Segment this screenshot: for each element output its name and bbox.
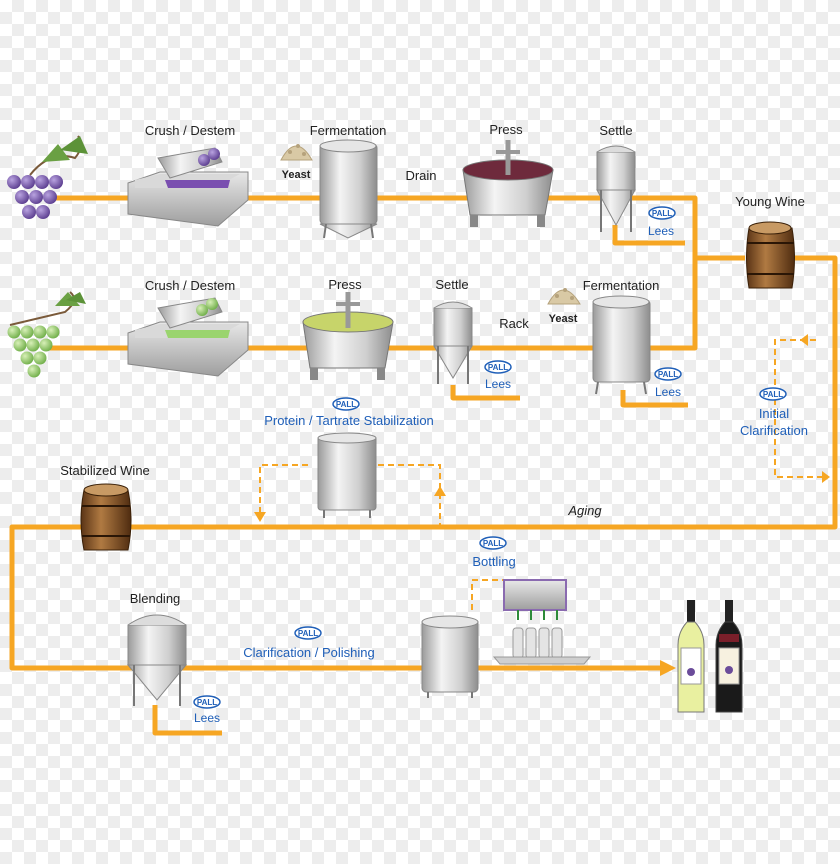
pall-logo-icon: PALL <box>759 387 787 401</box>
protein-stabilization-label: Protein / Tartrate Stabilization <box>264 413 434 428</box>
white-ferm-lees-flow <box>620 390 688 408</box>
pall-logo-icon: PALL <box>479 536 507 550</box>
yeast-pile-icon <box>280 144 313 161</box>
white-grape-cluster-icon <box>7 291 86 378</box>
svg-text:PALL: PALL <box>197 698 217 707</box>
red-settle-label: Settle <box>599 123 632 138</box>
initial-clarification-loop <box>774 339 828 478</box>
svg-text:PALL: PALL <box>488 363 508 372</box>
white-yeast-label: Yeast <box>549 313 578 325</box>
young-wine-flow <box>9 255 838 671</box>
pall-logo-icon: PALL <box>193 695 221 709</box>
blending-lees-label: Lees <box>194 711 220 725</box>
red-settle-lees-flow <box>612 225 685 246</box>
pall-logo-icon: PALL <box>294 626 322 640</box>
svg-text:PALL: PALL <box>763 390 783 399</box>
aging-label: Aging <box>567 503 602 518</box>
svg-text:PALL: PALL <box>298 629 318 638</box>
stabilization-loop-left <box>259 464 308 512</box>
white-wine-bottle-icon <box>677 600 705 713</box>
svg-text:PALL: PALL <box>336 400 356 409</box>
stabilized-wine-barrel-icon <box>80 483 132 551</box>
white-crush-label: Crush / Destem <box>145 278 235 293</box>
pall-logo-icon: PALL <box>648 206 676 220</box>
blending-label: Blending <box>130 591 181 606</box>
red-crusher-destemmer <box>127 147 249 227</box>
bottling-machine <box>492 579 592 665</box>
white-settle-lees-label: Lees <box>485 377 511 391</box>
polishing-tank <box>421 615 479 698</box>
initial-clarification-label-line2: Clarification <box>740 423 808 438</box>
white-press <box>302 292 394 380</box>
red-yeast-label: Yeast <box>282 169 311 181</box>
red-fermentation-tank <box>319 139 378 239</box>
pall-logo-icon: PALL <box>332 397 360 411</box>
stabilization-tank <box>317 432 377 518</box>
bottling-label: Bottling <box>472 554 515 569</box>
young-wine-label: Young Wine <box>735 194 805 209</box>
white-fermentation-label: Fermentation <box>583 278 660 293</box>
white-settle-lees-flow <box>450 385 520 401</box>
stabilized-wine-label: Stabilized Wine <box>60 463 150 478</box>
flow-arrowhead <box>660 660 676 676</box>
white-main-flow <box>45 258 698 351</box>
svg-text:PALL: PALL <box>658 370 678 379</box>
initial-clarification-label-line1: Initial <box>759 406 789 421</box>
yeast-pile-icon-white <box>547 288 581 305</box>
white-settle-label: Settle <box>435 277 468 292</box>
rack-label: Rack <box>499 316 529 331</box>
pall-logo-icon: PALL <box>654 367 682 381</box>
red-press-label: Press <box>489 122 523 137</box>
svg-text:PALL: PALL <box>483 539 503 548</box>
svg-text:PALL: PALL <box>652 209 672 218</box>
white-crusher-destemmer <box>127 297 249 377</box>
dashed-arrowheads <box>254 334 830 522</box>
red-grape-cluster-icon <box>7 135 88 219</box>
red-settle-tank <box>596 145 636 232</box>
red-crush-label: Crush / Destem <box>145 123 235 138</box>
red-press <box>462 140 554 227</box>
clarification-polishing-label: Clarification / Polishing <box>243 645 375 660</box>
pall-logos: PALL PALL PALL PALL PALL PALL PALL PALL <box>193 206 787 709</box>
blending-tank <box>126 614 188 706</box>
red-wine-bottle-icon <box>715 600 743 713</box>
drain-label: Drain <box>405 168 436 183</box>
pall-logo-icon: PALL <box>484 360 512 374</box>
white-fermentation-tank <box>592 295 651 395</box>
white-settle-tank <box>433 301 473 384</box>
blending-lees-flow <box>152 705 222 736</box>
red-fermentation-label: Fermentation <box>310 123 387 138</box>
white-press-label: Press <box>328 277 362 292</box>
stabilization-loop-right <box>378 464 441 527</box>
red-settle-lees-label: Lees <box>648 224 674 238</box>
white-ferm-lees-label: Lees <box>655 385 681 399</box>
young-wine-barrel-icon <box>746 221 795 289</box>
